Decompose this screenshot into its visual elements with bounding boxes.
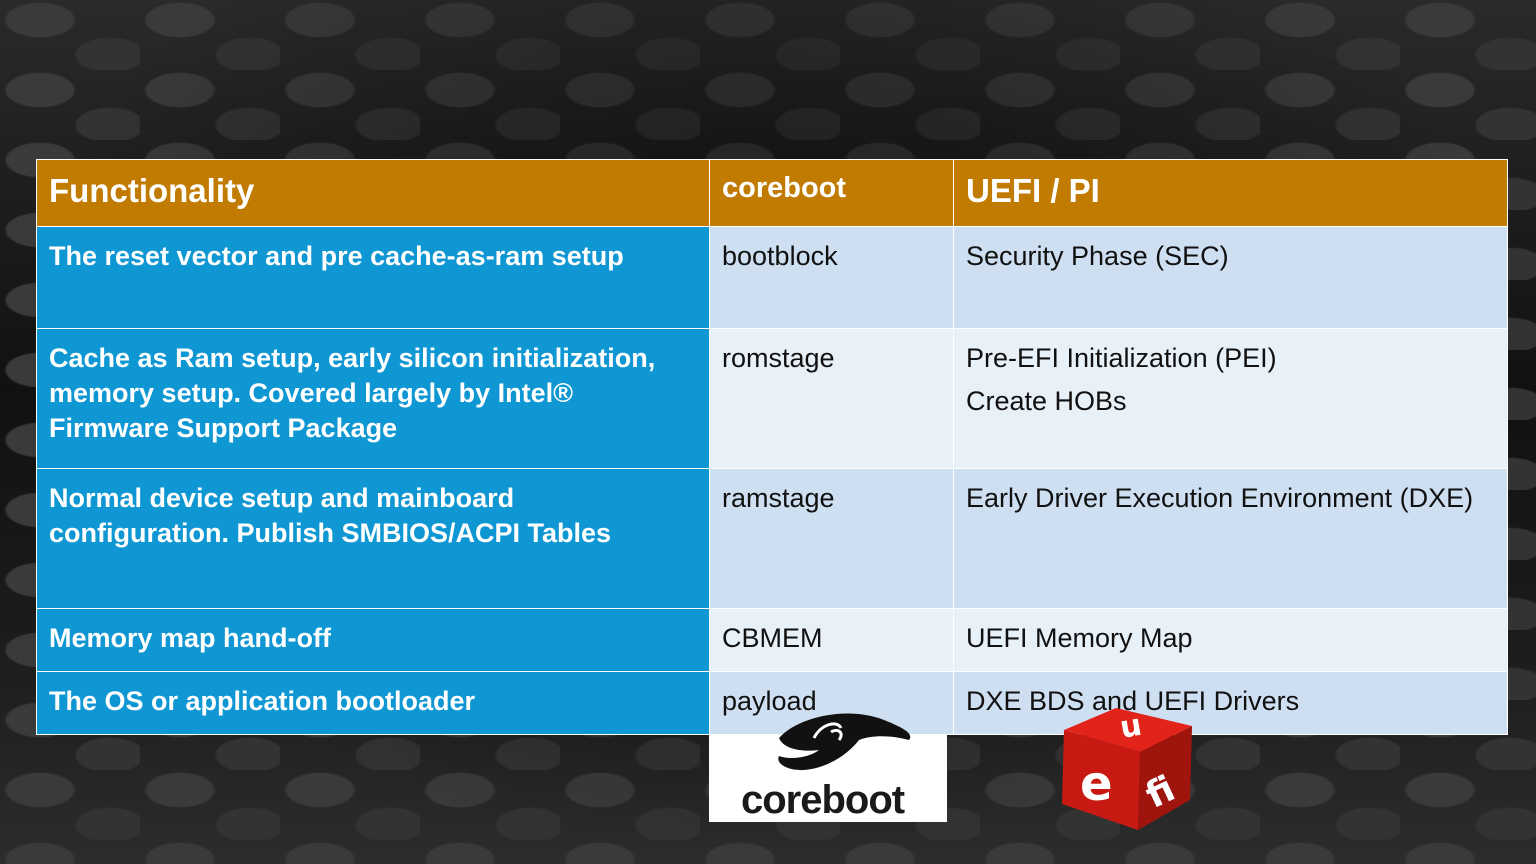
uefi-cell: Pre-EFI Initialization (PEI) Create HOBs xyxy=(953,328,1508,469)
comparison-table: Functionality coreboot UEFI / PI The res… xyxy=(36,159,1508,735)
header-coreboot: coreboot xyxy=(709,159,954,227)
uefi-cell: Early Driver Execution Environment (DXE) xyxy=(953,468,1508,609)
svg-text:e: e xyxy=(1080,756,1113,812)
functionality-cell: The reset vector and pre cache-as-ram se… xyxy=(36,226,710,329)
uefi-cell: DXE BDS and UEFI Drivers xyxy=(953,671,1508,735)
uefi-line: Pre-EFI Initialization (PEI) xyxy=(966,343,1277,373)
coreboot-cell: CBMEM xyxy=(709,608,954,672)
functionality-cell: Cache as Ram setup, early silicon initia… xyxy=(36,328,710,469)
coreboot-cell: ramstage xyxy=(709,468,954,609)
functionality-cell: Memory map hand-off xyxy=(36,608,710,672)
uefi-line: Create HOBs xyxy=(966,386,1127,416)
uefi-cell: Security Phase (SEC) xyxy=(953,226,1508,329)
table-header-row: Functionality coreboot UEFI / PI xyxy=(36,159,1508,227)
uefi-line: Security Phase (SEC) xyxy=(966,241,1229,271)
uefi-cell: UEFI Memory Map xyxy=(953,608,1508,672)
coreboot-wordmark: coreboot xyxy=(741,778,905,822)
table-row: Normal device setup and mainboard config… xyxy=(36,468,1508,609)
header-uefi-pi: UEFI / PI xyxy=(953,159,1508,227)
header-functionality: Functionality xyxy=(36,159,710,227)
table-row: The reset vector and pre cache-as-ram se… xyxy=(36,226,1508,329)
coreboot-rabbit-icon xyxy=(778,713,911,771)
functionality-cell: The OS or application bootloader xyxy=(36,671,710,735)
table-row: Memory map hand-off CBMEM UEFI Memory Ma… xyxy=(36,608,1508,672)
functionality-cell: Normal device setup and mainboard config… xyxy=(36,468,710,609)
coreboot-logo: coreboot xyxy=(709,713,947,822)
uefi-line: DXE BDS and UEFI Drivers xyxy=(966,686,1300,716)
coreboot-cell: bootblock xyxy=(709,226,954,329)
table-row: Cache as Ram setup, early silicon initia… xyxy=(36,328,1508,469)
coreboot-cell: romstage xyxy=(709,328,954,469)
table-row: The OS or application bootloader payload… xyxy=(36,671,1508,735)
uefi-line: UEFI Memory Map xyxy=(966,623,1193,653)
uefi-cube-logo-icon: u e fi xyxy=(1062,708,1192,830)
uefi-line: Early Driver Execution Environment (DXE) xyxy=(966,483,1474,513)
